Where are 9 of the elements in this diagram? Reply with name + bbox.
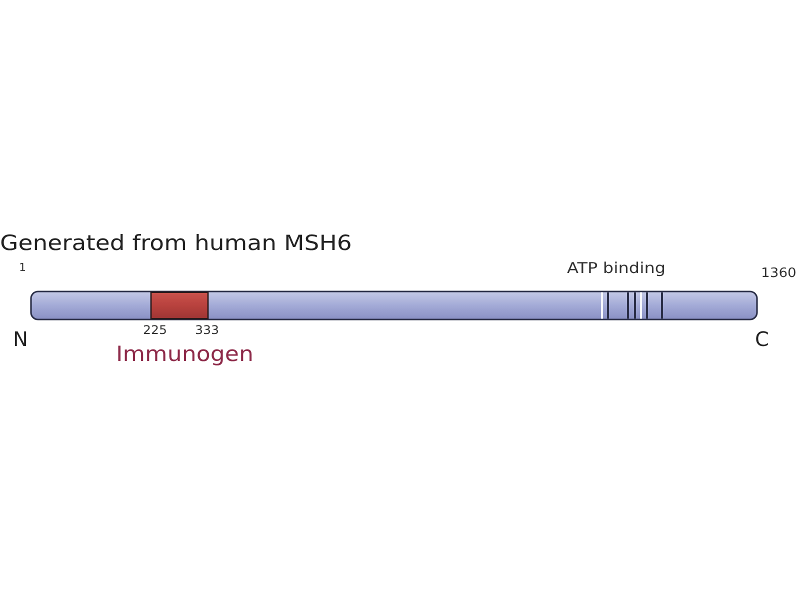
diagram-title: Generated from human MSH6 xyxy=(0,233,352,254)
terminus-label: C xyxy=(755,329,769,349)
region-label: Immunogen xyxy=(116,344,254,365)
terminus-label: N xyxy=(13,329,28,349)
position-number: 333 xyxy=(195,324,220,336)
region-label: ATP binding xyxy=(567,261,666,276)
position-number: 1 xyxy=(19,262,26,273)
position-number: 225 xyxy=(143,324,168,336)
position-number: 1360 xyxy=(761,267,796,280)
